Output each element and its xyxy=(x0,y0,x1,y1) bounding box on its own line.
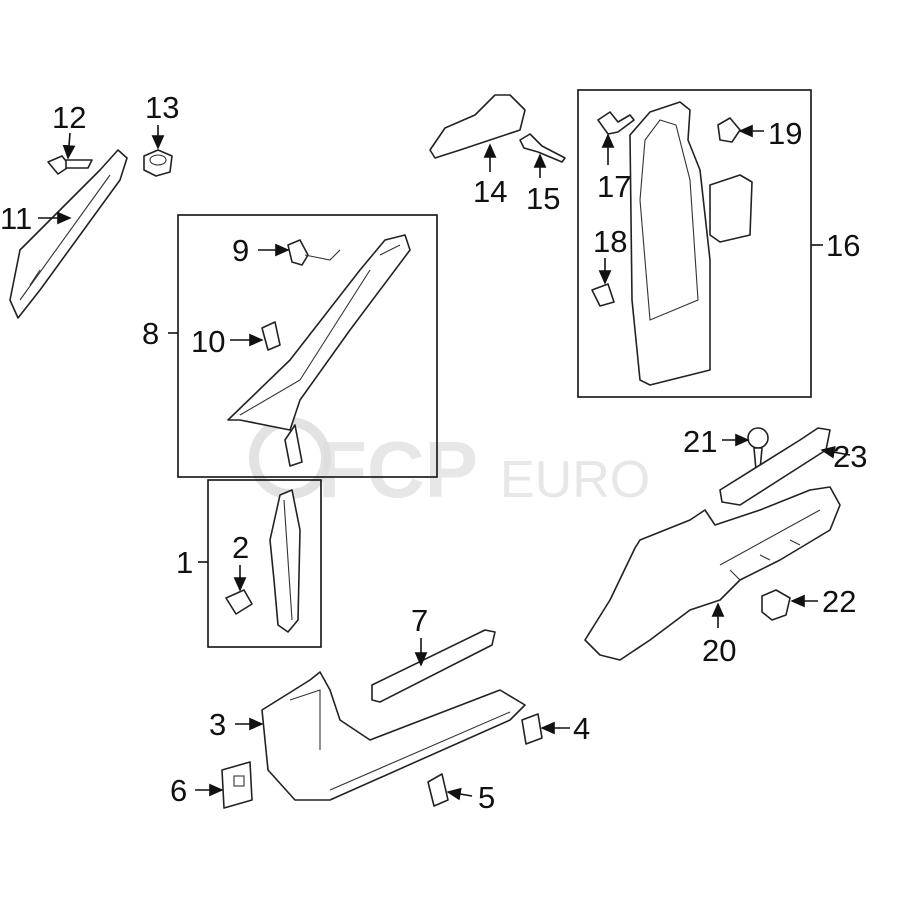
callout-8: 8 xyxy=(142,316,159,351)
callout-21: 21 xyxy=(683,424,717,459)
part-19-clip xyxy=(717,117,741,143)
part-20-quarter-trim xyxy=(584,486,841,661)
part-11-trim xyxy=(9,149,128,319)
part-4-clip xyxy=(521,713,543,745)
callout-6: 6 xyxy=(170,773,187,808)
callout-5: 5 xyxy=(478,780,495,815)
group-box-16 xyxy=(577,89,812,398)
part-7-sill-trim xyxy=(371,629,496,703)
callout-12: 12 xyxy=(52,100,86,135)
part-14-trim xyxy=(429,94,526,159)
svg-text:EURO: EURO xyxy=(500,451,650,509)
callout-2: 2 xyxy=(232,530,249,565)
callout-23: 23 xyxy=(833,439,867,474)
part-22-nut xyxy=(761,589,791,621)
leader-arrows xyxy=(38,124,851,801)
callout-18: 18 xyxy=(593,224,627,259)
callout-11: 11 xyxy=(0,201,32,236)
part-16-b-pillar-trim xyxy=(629,101,753,386)
callout-3: 3 xyxy=(209,707,226,742)
callout-15: 15 xyxy=(526,181,560,216)
group-box-1 xyxy=(207,479,322,648)
fcp-euro-watermark: FCP EURO xyxy=(249,417,650,514)
part-10-clip xyxy=(261,321,281,351)
callout-16: 16 xyxy=(826,228,860,263)
callout-14: 14 xyxy=(473,174,507,209)
part-2-clip xyxy=(225,589,253,615)
part-15-bolt xyxy=(519,133,566,163)
callout-4: 4 xyxy=(573,711,590,746)
part-23-scuff-plate xyxy=(719,427,831,506)
group-box-8 xyxy=(177,214,438,478)
svg-text:FCP: FCP xyxy=(318,425,478,514)
callout-9: 9 xyxy=(232,233,249,268)
callout-13: 13 xyxy=(145,90,179,125)
part-9-clip xyxy=(287,239,341,266)
part-18-clip xyxy=(591,283,615,307)
callout-17: 17 xyxy=(597,169,631,204)
part-12-screw xyxy=(47,155,93,175)
callout-10: 10 xyxy=(191,324,225,359)
callout-1: 1 xyxy=(176,545,193,580)
part-6-pad xyxy=(221,761,253,809)
callout-19: 19 xyxy=(768,116,802,151)
part-1-center-trim xyxy=(269,489,301,633)
callout-20: 20 xyxy=(702,633,736,668)
part-5-clip xyxy=(427,773,449,807)
part-13-nut xyxy=(143,149,173,177)
part-17-push-pin xyxy=(597,111,635,135)
callout-22: 22 xyxy=(822,584,856,619)
part-8-a-pillar-trim xyxy=(227,234,411,467)
callout-7: 7 xyxy=(411,603,428,638)
part-3-sill-plate xyxy=(261,671,526,801)
